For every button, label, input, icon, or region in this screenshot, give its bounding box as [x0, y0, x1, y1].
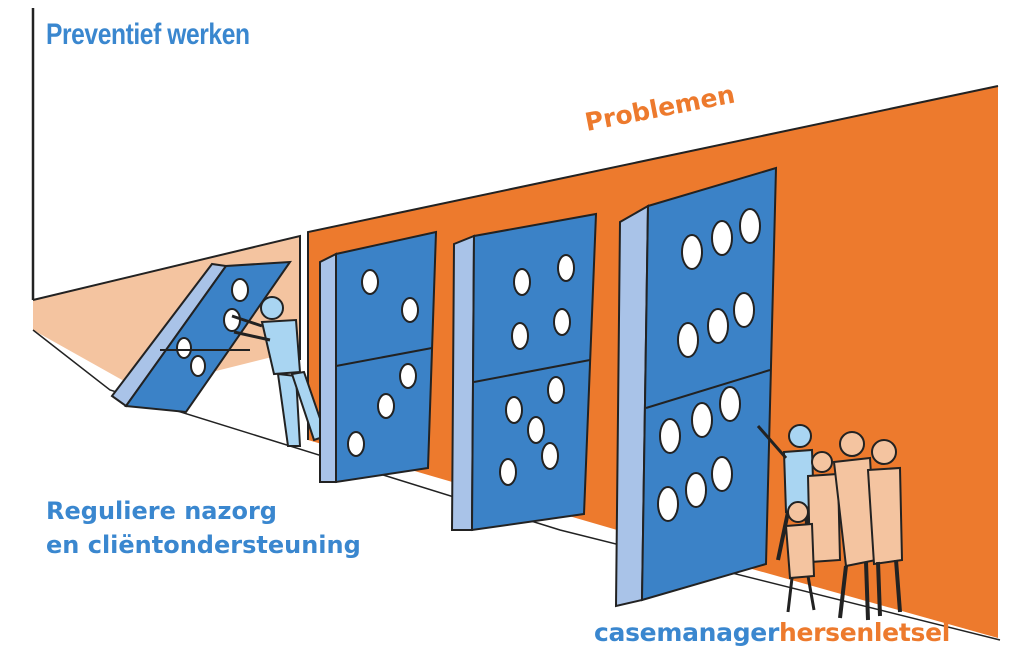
family-group-icon — [756, 424, 904, 621]
domino-icon — [450, 212, 598, 532]
person-pushing-icon — [231, 296, 328, 447]
peach-wall-edge — [32, 234, 301, 360]
regular-aftercare-label: Reguliere nazorg en cliëntondersteuning — [46, 494, 361, 562]
page-title: Preventief werken — [46, 18, 250, 51]
domino-icon — [614, 166, 778, 608]
regular-aftercare-line1: Reguliere nazorg — [46, 497, 277, 525]
domino-icon — [319, 230, 438, 484]
brand-part2: hersenletsel — [779, 618, 950, 647]
brand-part1: casemanager — [594, 618, 779, 647]
orange-wall-outline — [307, 85, 999, 440]
brand-logo: casemanagerhersenletsel — [594, 618, 950, 647]
regular-aftercare-line2: en cliëntondersteuning — [46, 531, 361, 559]
domino-icon — [110, 260, 292, 414]
